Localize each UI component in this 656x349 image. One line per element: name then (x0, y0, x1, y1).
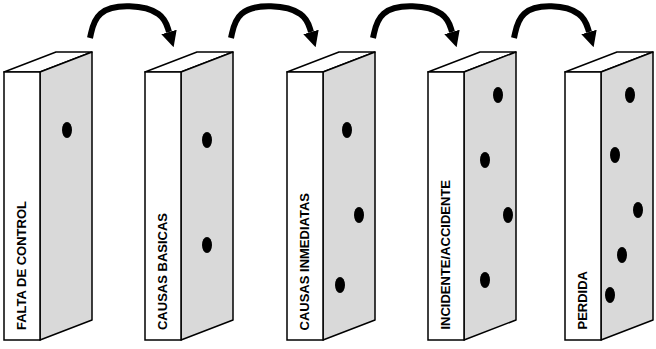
curved-arrow (231, 6, 311, 38)
domino-dot (493, 87, 503, 103)
domino-side (601, 52, 653, 340)
domino-side (40, 52, 92, 340)
domino-label: INCIDENTE/ACCIDENTE (438, 180, 454, 330)
domino-dot (503, 207, 513, 223)
domino-dot (342, 122, 352, 138)
domino-dot (202, 132, 212, 148)
domino-dot (354, 207, 364, 223)
domino-block: FALTA DE CONTROL (4, 52, 92, 340)
domino-block: CAUSAS BASICAS (145, 52, 233, 340)
domino-dot (62, 122, 72, 138)
domino-label: PERDIDA (575, 271, 591, 330)
domino-front (145, 72, 181, 340)
domino-side (464, 52, 516, 340)
domino-front (4, 72, 40, 340)
curved-arrow (90, 6, 169, 38)
domino-block: CAUSAS INMEDIATAS (287, 52, 375, 340)
domino-dot (625, 87, 635, 103)
domino-block: PERDIDA (565, 52, 653, 340)
domino-dot (617, 247, 627, 263)
domino-dot (605, 287, 615, 303)
domino-dot (202, 237, 212, 253)
domino-label: CAUSAS BASICAS (155, 213, 171, 330)
domino-dot (633, 202, 643, 218)
domino-dot (335, 277, 345, 293)
domino-label: CAUSAS INMEDIATAS (297, 193, 313, 330)
domino-side (323, 52, 375, 340)
domino-side (181, 52, 233, 340)
curved-arrow (373, 6, 452, 38)
domino-dot (480, 272, 490, 288)
domino-dot (610, 147, 620, 163)
domino-block: INCIDENTE/ACCIDENTE (428, 52, 516, 340)
domino-label: FALTA DE CONTROL (14, 201, 30, 330)
domino-front (287, 72, 323, 340)
domino-front (565, 72, 601, 340)
domino-front (428, 72, 464, 340)
curved-arrow (514, 6, 589, 38)
domino-dot (480, 152, 490, 168)
